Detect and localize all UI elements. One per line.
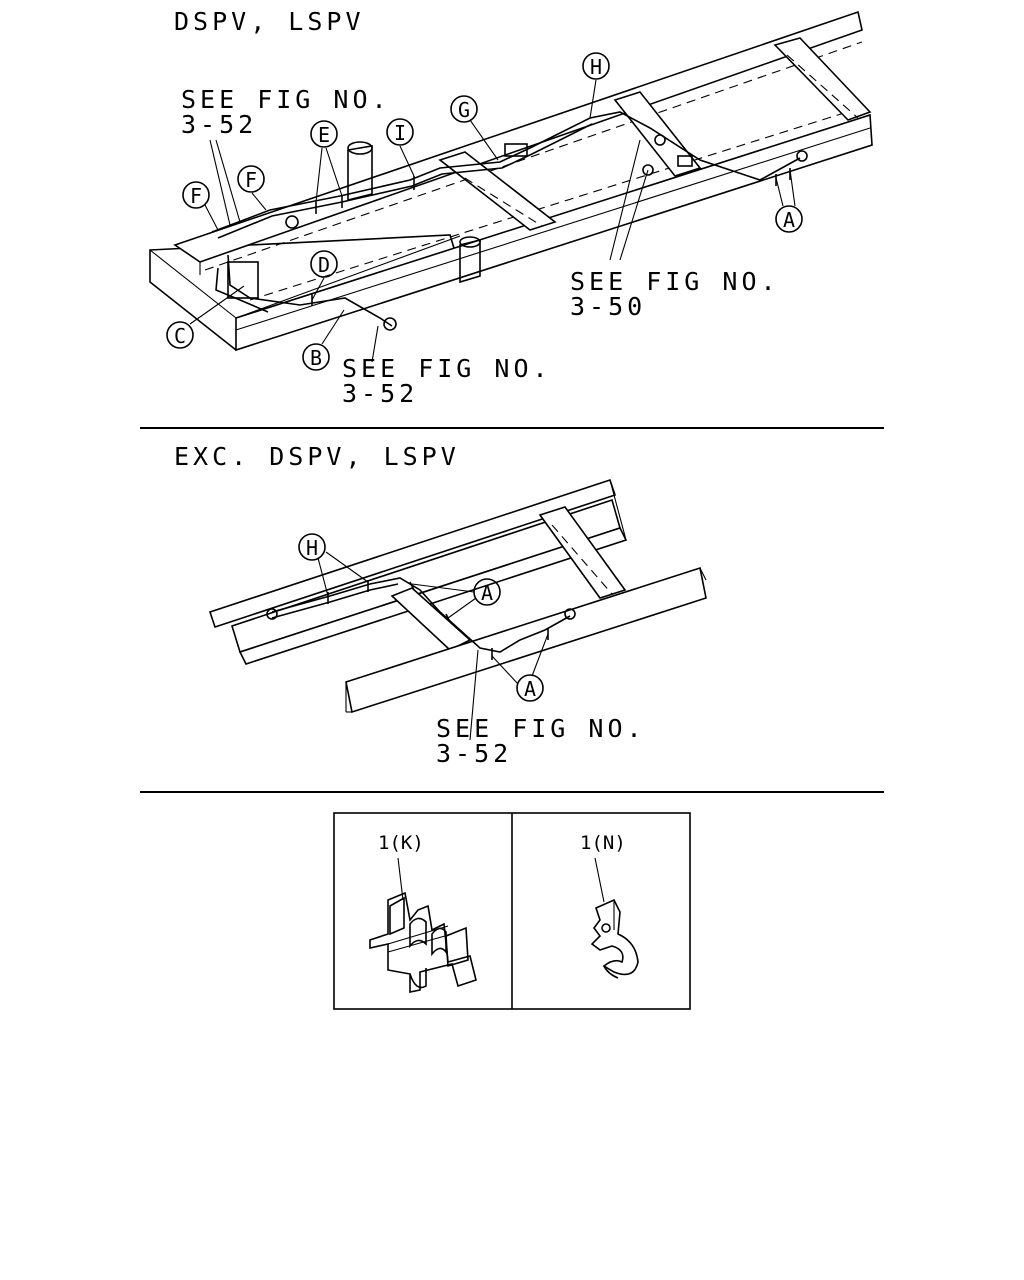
top-view-title: DSPV, LSPV [174,7,365,36]
svg-text:I: I [394,121,406,145]
callout-f: F [237,165,265,193]
callout-d: D [310,250,338,278]
leader-lines-top [189,79,796,363]
frame-upper-rail [208,478,628,665]
see-fig-ref-line1: SEE FIG NO. [570,267,780,296]
svg-text:B: B [310,346,322,370]
svg-text:H: H [590,55,602,79]
callout-a: A [516,674,544,702]
parts-legend: 1(K) 1(N) [333,812,691,1010]
callout-g: G [450,95,478,123]
callout-a: A [473,578,501,606]
svg-text:E: E [318,123,330,147]
see-fig-ref-top-bottom: SEE FIG NO. 3-52 [342,354,552,408]
callout-a: A [775,205,803,233]
svg-text:F: F [190,184,202,208]
svg-text:H: H [306,536,318,560]
svg-text:A: A [524,677,536,701]
part-label-k: 1(K) [378,832,424,854]
frame-lower-rail [345,566,707,714]
see-fig-ref-line1: SEE FIG NO. [342,354,552,383]
see-fig-ref-line2: 3-52 [436,739,512,768]
top-view: DSPV, LSPV [149,7,873,408]
svg-text:A: A [481,581,493,605]
callout-h: H [298,533,326,561]
part-clip-n: 1(N) [580,832,639,979]
svg-text:G: G [458,98,470,122]
callout-e: E [310,120,338,148]
bottom-view: EXC. DSPV, LSPV [174,442,707,768]
svg-text:D: D [318,253,330,277]
see-fig-ref-line1: SEE FIG NO. [181,85,391,114]
svg-text:F: F [245,168,257,192]
brake-pipes-top [211,111,808,331]
part-label-n: 1(N) [580,832,626,854]
svg-text:C: C [174,324,186,348]
frame-brackets [347,141,481,284]
see-fig-ref-bottom: SEE FIG NO. 3-52 [436,714,646,768]
frame-upper-rail [173,10,863,275]
callout-b: B [302,343,330,371]
see-fig-ref-line1: SEE FIG NO. [436,714,646,743]
see-fig-ref-line2: 3-52 [181,110,257,139]
frame-lower-rail [235,107,873,352]
clip-n-icon [590,898,639,979]
see-fig-ref-top-right: SEE FIG NO. 3-50 [570,267,780,321]
see-fig-ref-top-left: SEE FIG NO. 3-52 [181,85,391,139]
part-clip-k: 1(K) [369,832,477,993]
see-fig-ref-line2: 3-50 [570,292,646,321]
leader-lines-bottom [317,551,549,741]
callout-c: C [166,321,194,349]
callout-i: I [386,118,414,146]
see-fig-ref-line2: 3-52 [342,379,418,408]
callout-h: H [582,52,610,80]
callout-f: F [182,181,210,209]
clip-k-icon [369,891,477,993]
svg-text:A: A [783,208,795,232]
bottom-view-title: EXC. DSPV, LSPV [174,442,460,471]
